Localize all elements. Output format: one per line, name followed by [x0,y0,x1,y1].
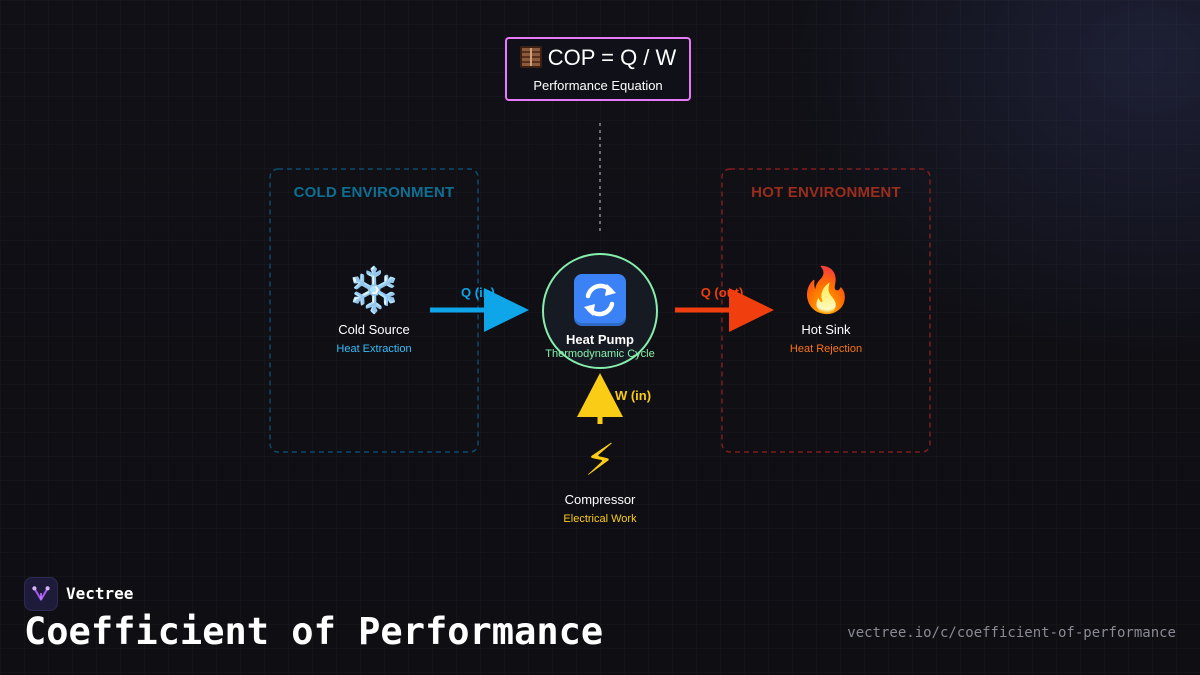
page-url[interactable]: vectree.io/c/coefficient-of-performance [847,625,1176,641]
cold-zone-title: COLD ENVIRONMENT [293,184,455,201]
equation-box: COP = Q / W Performance Equation [505,37,691,101]
snowflake-icon: ❄️ [346,265,402,316]
hot-zone-title: HOT ENVIRONMENT [751,184,901,201]
lightning-icon: ⚡ [584,435,616,486]
cold-source-sublabel: Heat Extraction [336,343,412,355]
q-out-label: Q (out) [700,285,744,300]
brand-name: Vectree [66,584,134,603]
heat-pump-sublabel: Thermodynamic Cycle [545,348,655,360]
page-title: Coefficient of Performance [24,610,604,653]
fire-icon: 🔥 [798,265,854,316]
compressor-label: Compressor [564,492,636,507]
hot-sink-sublabel: Heat Rejection [789,343,863,355]
hot-sink-label: Hot Sink [801,322,851,337]
w-in-arrow [577,373,623,424]
w-in-label: W (in) [614,388,652,403]
equation-subtitle: Performance Equation [533,78,663,93]
q-in-arrow [430,288,529,332]
q-out-arrow [675,288,774,332]
cycle-arrows-icon [574,274,626,326]
equation-formula: COP = Q / W [547,45,677,70]
cold-source-label: Cold Source [338,322,410,337]
equation-formula-line: COP = Q / W [507,45,689,71]
compressor-sublabel: Electrical Work [563,513,637,525]
q-in-label: Q (in) [461,285,495,300]
heat-pump-label: Heat Pump [566,332,634,347]
abacus-icon [519,46,542,68]
vectree-logo-icon [24,577,58,611]
